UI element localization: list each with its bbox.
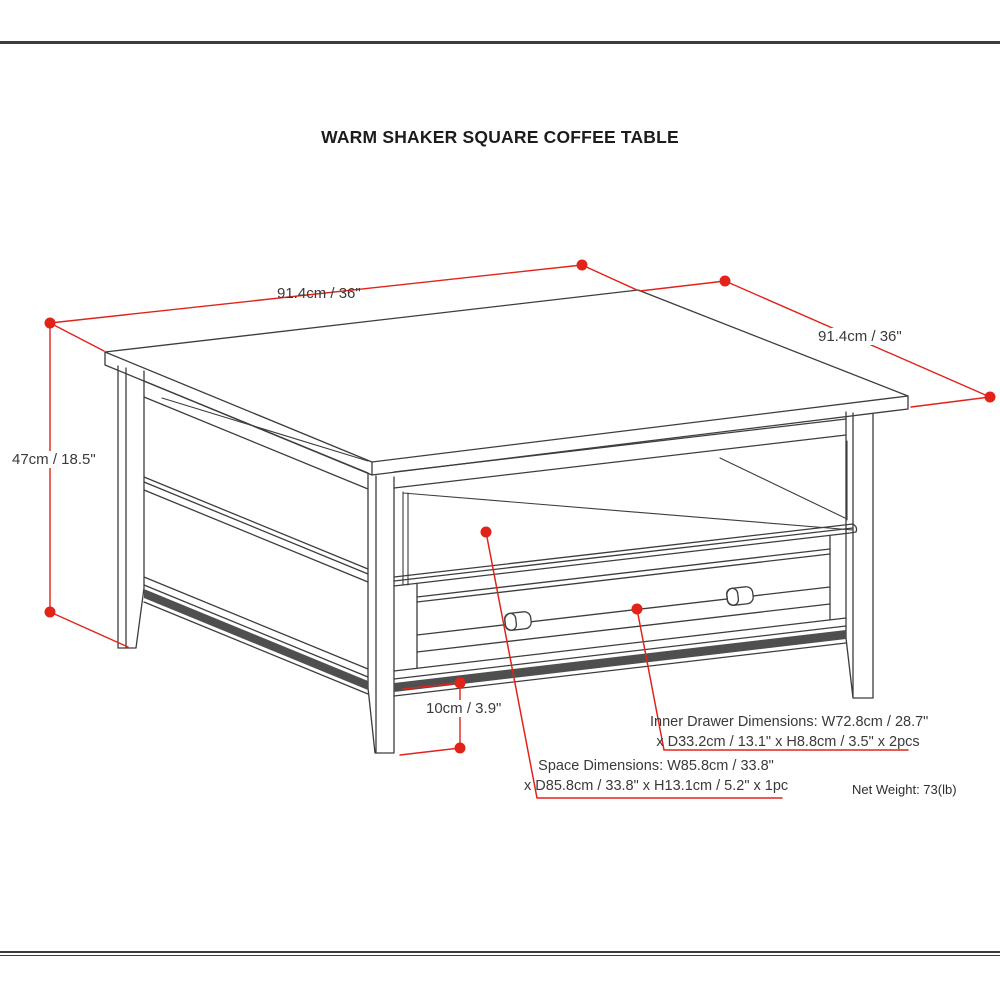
leg-front-left [367,473,395,754]
drawer-handle-right [726,586,754,606]
bottom-border-line-2 [0,955,1000,956]
drawer-handle-left [504,611,532,631]
left-shelf-edge [143,476,369,583]
front-bottom-rail-shadow [394,630,846,692]
dim-line-height [49,322,129,648]
table-top-face [104,289,909,463]
left-compartment-interior [161,397,369,462]
front-shelf-edge [393,523,858,587]
left-bottom-rails [143,576,369,695]
annotation-inner-drawer-line1: Inner Drawer Dimensions: W72.8cm / 28.7" [650,714,929,730]
annotation-inner-drawer: Inner Drawer Dimensions: W72.8cm / 28.7"… [650,712,929,752]
annotation-inner-drawer-line2: x D33.2cm / 13.1" x H8.8cm / 3.5" x 2pcs [656,734,920,750]
dim-label-top-width: 91.4cm / 36" [277,285,361,302]
leader-inner-drawer [636,608,909,751]
net-weight-label: Net Weight: 73(lb) [852,782,957,797]
front-apron [393,418,847,489]
leg-back-left [117,365,145,649]
dim-label-overall-height: 47cm / 18.5" [10,451,98,468]
table-top-rim [104,351,909,476]
drawer-front [416,548,831,653]
page-title: WARM SHAKER SQUARE COFFEE TABLE [321,127,679,147]
annotation-space-line2: x D85.8cm / 33.8" x H13.1cm / 5.2" x 1pc [524,778,789,794]
dim-label-rail-height: 10cm / 3.9" [424,700,504,717]
leg-right [845,411,874,699]
shelf-compartment-interior [402,440,854,586]
dimension-marker-dots [44,259,996,754]
front-bottom-rails [393,617,847,697]
top-border-line [0,41,1000,44]
leader-space-dimensions [485,531,783,799]
dim-line-top-width [49,264,638,352]
dim-label-top-depth: 91.4cm / 36" [816,328,904,345]
annotation-space-line1: Space Dimensions: W85.8cm / 33.8" [538,758,774,774]
bottom-border-line [0,951,1000,953]
table-drawing [104,289,909,754]
left-bottom-rail-shadow [144,589,368,690]
annotation-space-dimensions: Space Dimensions: W85.8cm / 33.8" x D85.… [524,756,788,796]
